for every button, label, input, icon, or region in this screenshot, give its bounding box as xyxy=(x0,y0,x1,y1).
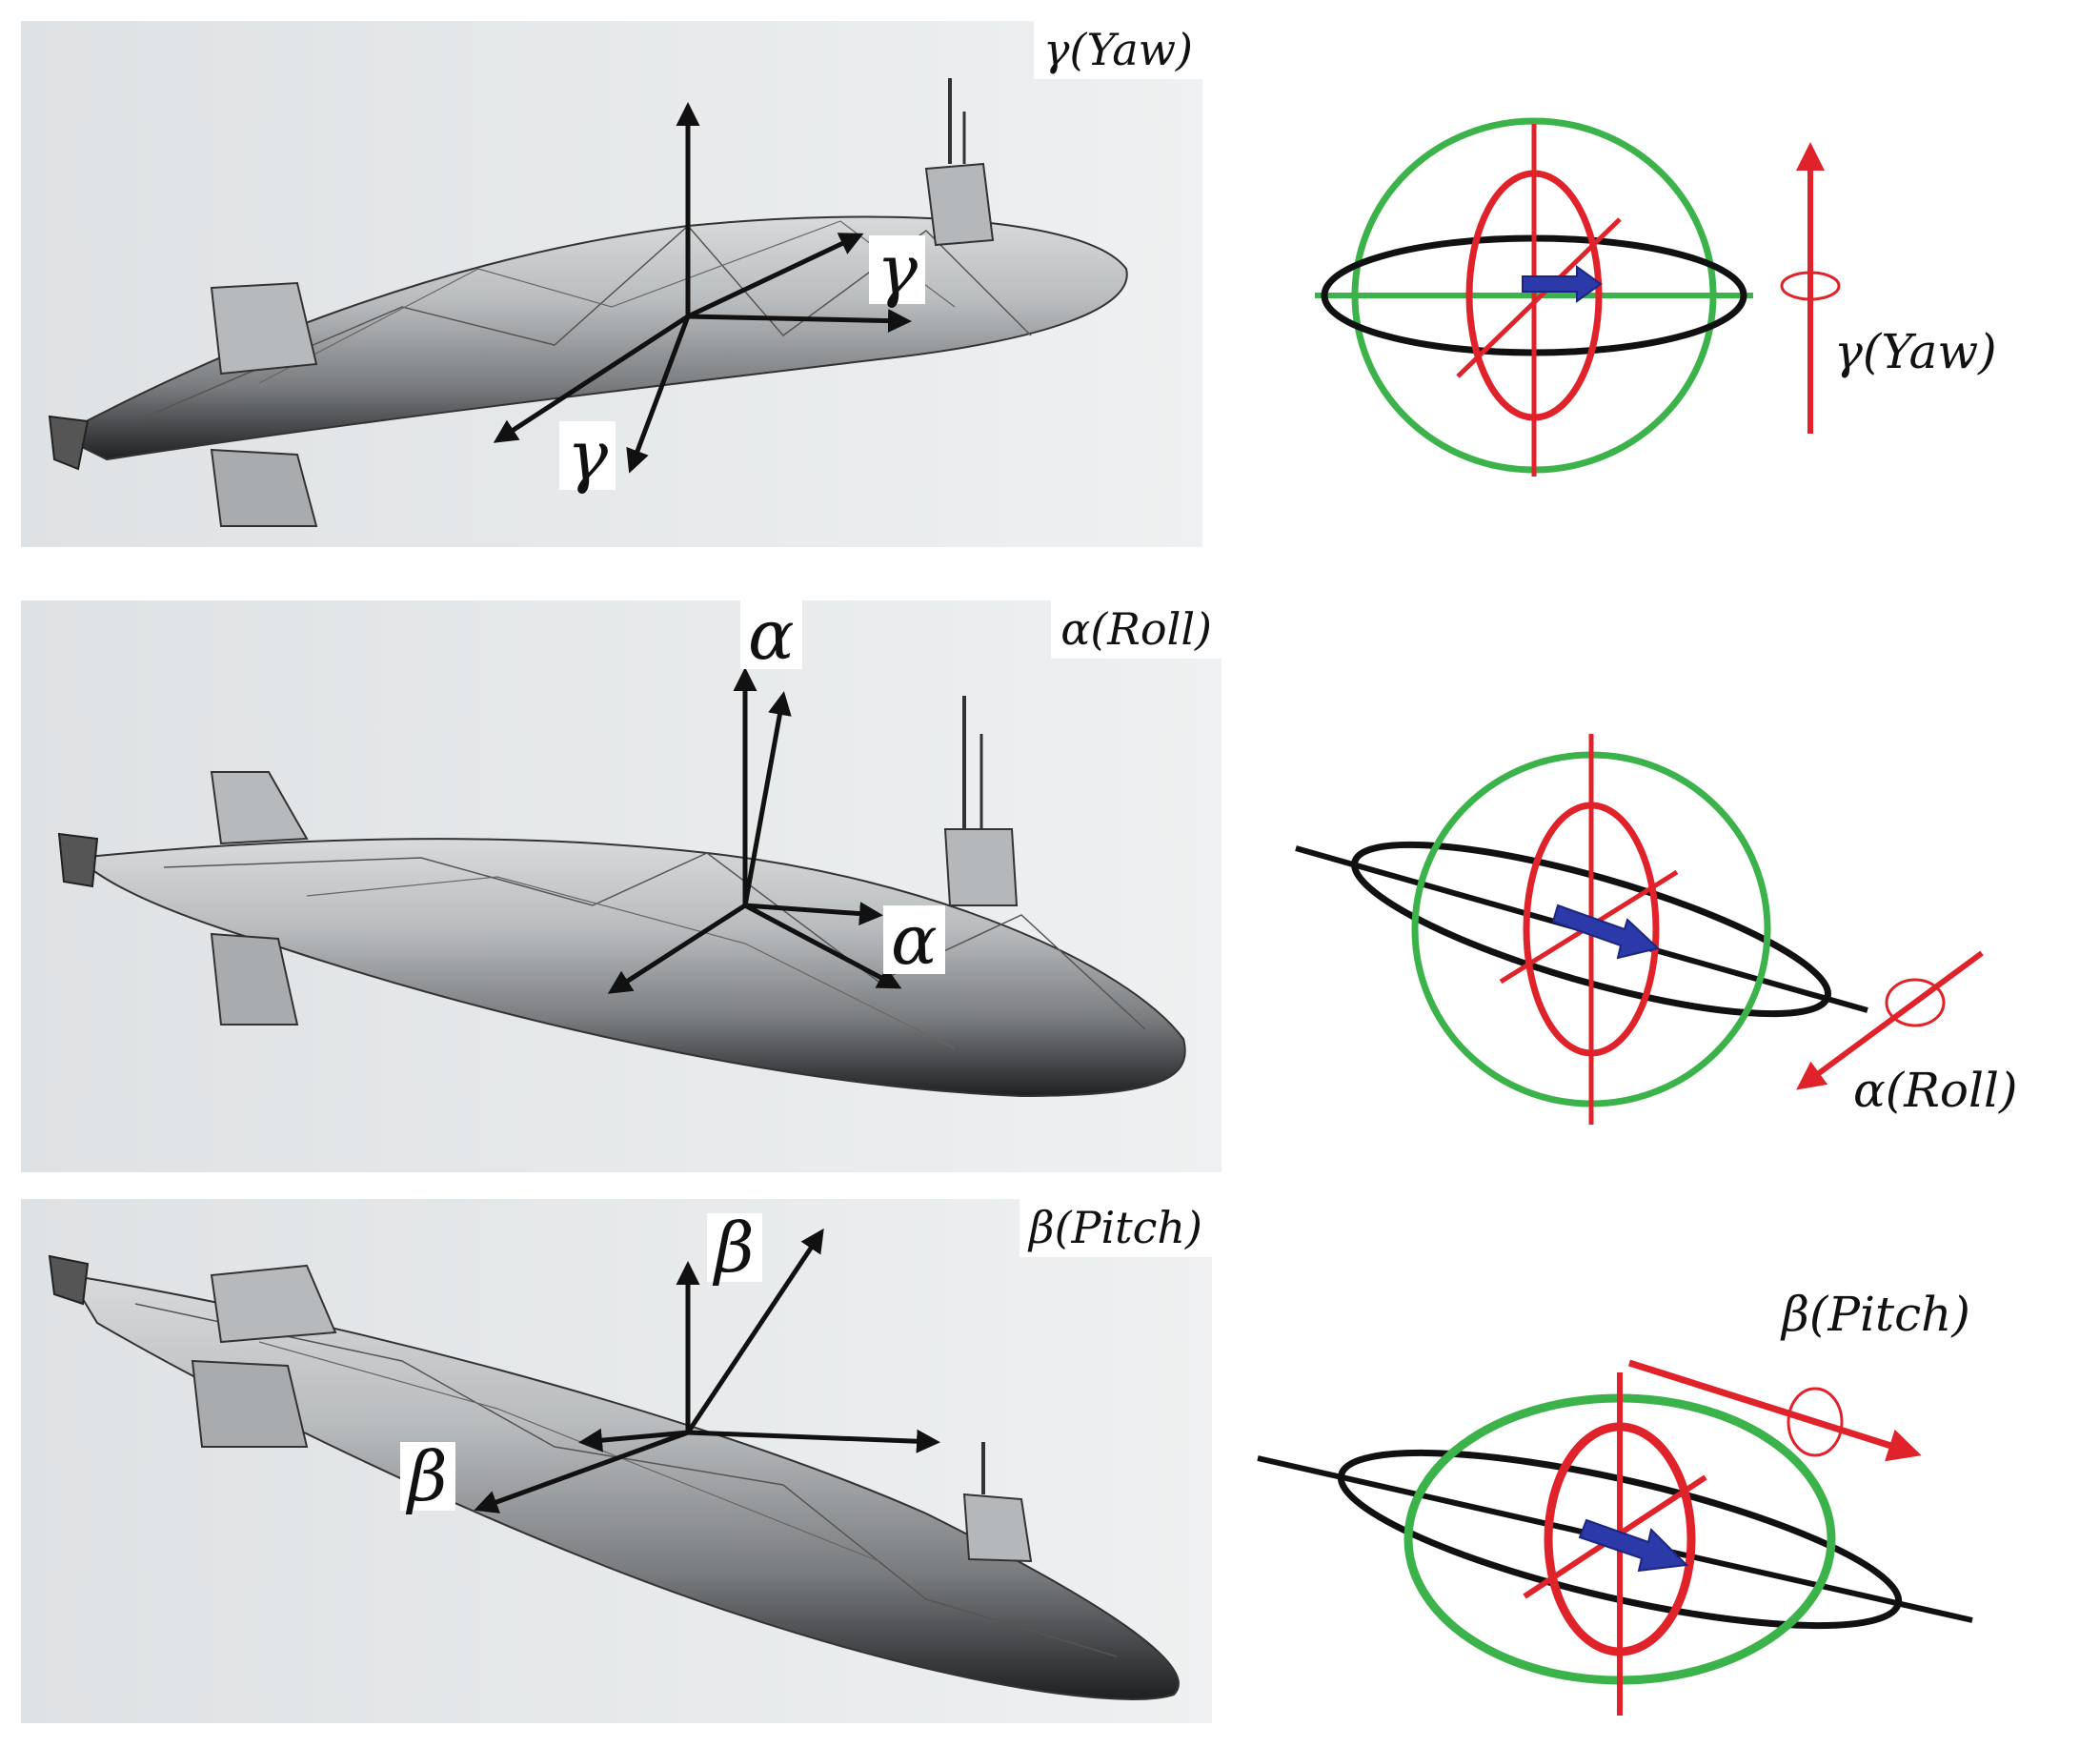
axis-label-yaw-lower: γ xyxy=(559,421,616,490)
submarine-panel-roll: α α α(Roll) xyxy=(21,600,1222,1172)
axis-label-yaw-upper: γ xyxy=(869,235,926,304)
submarine-model xyxy=(21,600,1222,1172)
panel-title-roll: α(Roll) xyxy=(1051,600,1222,659)
gimbal-label-yaw: γ(Yaw) xyxy=(1834,324,1997,379)
panel-title-pitch: β(Pitch) xyxy=(1019,1199,1212,1257)
gimbal-label-pitch: β(Pitch) xyxy=(1782,1287,1970,1342)
axis-label-pitch-lower: β xyxy=(400,1442,455,1511)
gimbal-label-roll: α(Roll) xyxy=(1853,1063,2018,1118)
axis-label-roll-upper: α xyxy=(740,600,802,669)
submarine-model xyxy=(21,1199,1212,1723)
gimbal-rings-roll xyxy=(1295,734,1984,1125)
panel-title-yaw: γ(Yaw) xyxy=(1034,21,1202,79)
gimbal-rings-yaw xyxy=(1315,117,1841,477)
submarine-panel-yaw: γ γ γ(Yaw) xyxy=(21,21,1202,547)
axis-label-roll-lower: α xyxy=(883,905,945,974)
axis-label-pitch-upper: β xyxy=(707,1213,762,1282)
submarine-panel-pitch: β β β(Pitch) xyxy=(21,1199,1212,1723)
gimbal-rings-pitch xyxy=(1257,1359,1973,1716)
